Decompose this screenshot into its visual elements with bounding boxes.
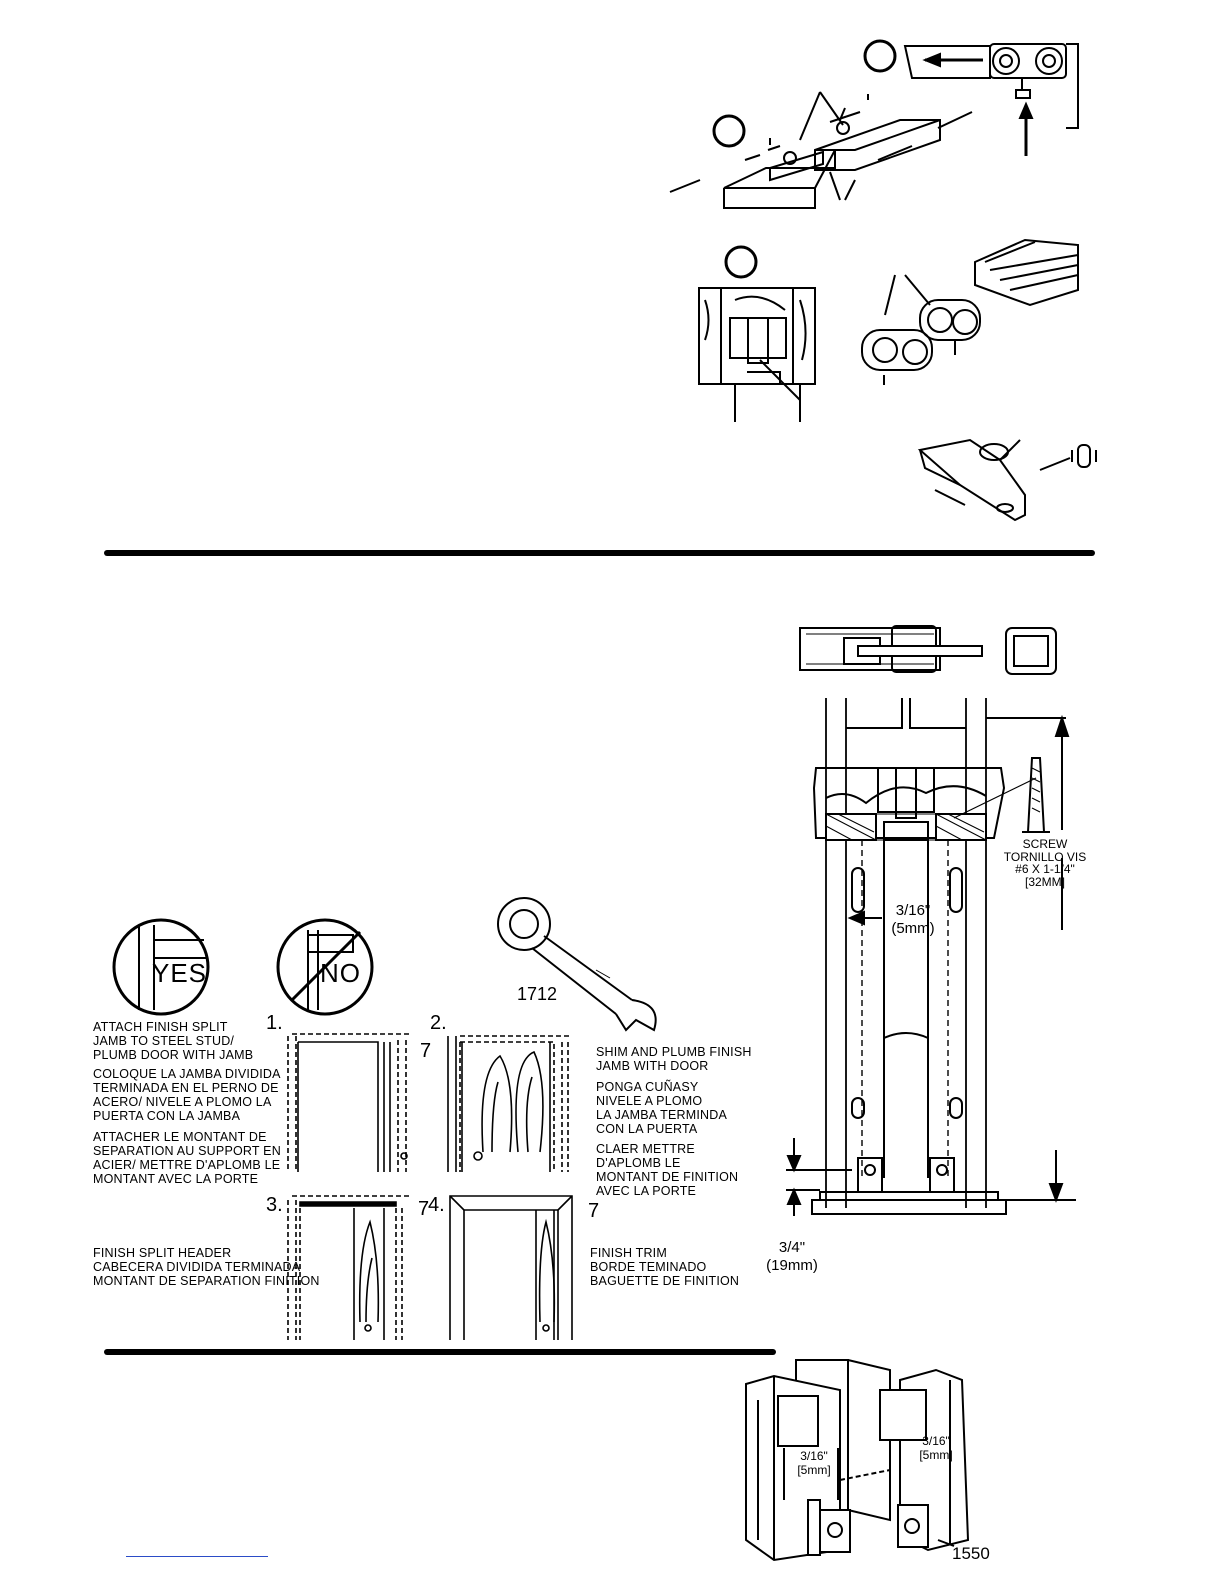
section-divider bbox=[104, 1349, 776, 1355]
step-dim-4: 7 bbox=[588, 1200, 600, 1222]
pivot-plate bbox=[917, 438, 1097, 522]
step-number-2: 2. bbox=[430, 1012, 447, 1034]
header-block bbox=[814, 119, 941, 171]
step2-text-es: PONGA CUÑASY NIVELE A PLOMO LA JAMBA TER… bbox=[596, 1080, 727, 1136]
track-profile bbox=[974, 238, 1079, 307]
footer-link-underline[interactable] bbox=[126, 1556, 268, 1557]
yes-sign bbox=[112, 918, 210, 1016]
header-block bbox=[723, 149, 836, 209]
no-sign bbox=[276, 918, 374, 1016]
no-label: NO bbox=[320, 958, 361, 988]
screw-spec-label: SCREW TORNILLO VIS #6 x 1-1/4" [32mm] bbox=[1003, 837, 1087, 889]
roller-wheel bbox=[919, 299, 981, 341]
step-number-3: 3. bbox=[266, 1194, 283, 1216]
step-marker-circle bbox=[863, 39, 897, 73]
roller-wheel bbox=[861, 329, 933, 371]
header-section bbox=[698, 287, 816, 385]
step1-text-en: ATTACH FINISH SPLIT JAMB TO STEEL STUD/ … bbox=[93, 1020, 254, 1062]
hanger-body bbox=[989, 43, 1067, 79]
step2-text-fr: CLAER METTRE D'APLOMB LE MONTANT DE FINI… bbox=[596, 1142, 739, 1198]
step-dim-3: 7 bbox=[418, 1198, 430, 1220]
step-panels-drawing bbox=[287, 1033, 573, 1340]
track-section bbox=[903, 45, 991, 79]
wrench-icon bbox=[497, 897, 657, 1032]
step2-text-en: SHIM AND PLUMB FINISH JAMB WITH DOOR bbox=[596, 1045, 752, 1073]
step4-text: FINISH TRIM BORDE TEMINADO BAGUETTE DE F… bbox=[590, 1246, 740, 1288]
guide-part-number: 1550 bbox=[952, 1544, 990, 1563]
step1-text-fr: ATTACHER LE MONTANT DE SEPARATION AU SUP… bbox=[93, 1130, 281, 1186]
step-marker-circle bbox=[712, 114, 746, 148]
door-section-view bbox=[786, 625, 1076, 1216]
right-gap-label: 3/16" [5mm] bbox=[919, 1434, 953, 1462]
yes-label: YES bbox=[152, 958, 208, 988]
step-dim-1: 7 bbox=[420, 1040, 432, 1062]
wrench-part-number: 1712 bbox=[517, 984, 558, 1004]
left-gap-label: 3/16" [5mm] bbox=[797, 1449, 831, 1477]
step3-text: FINISH SPLIT HEADER CABECERA DIVIDIDA TE… bbox=[93, 1246, 320, 1288]
section-divider bbox=[104, 550, 1095, 556]
hanger-assembly-drawing bbox=[669, 39, 1097, 522]
floor-guide-drawing bbox=[745, 1359, 970, 1562]
step1-text-es: COLOQUE LA JAMBA DIVIDIDA TERMINADA EN E… bbox=[93, 1067, 281, 1123]
step-number-1: 1. bbox=[266, 1012, 283, 1034]
step-number-4: 4. bbox=[428, 1194, 445, 1216]
bottom-dimension-label: 3/4" (19mm) bbox=[766, 1239, 818, 1274]
step-marker-circle bbox=[724, 245, 758, 279]
gap-dimension-label: 3/16" (5mm) bbox=[891, 902, 935, 937]
